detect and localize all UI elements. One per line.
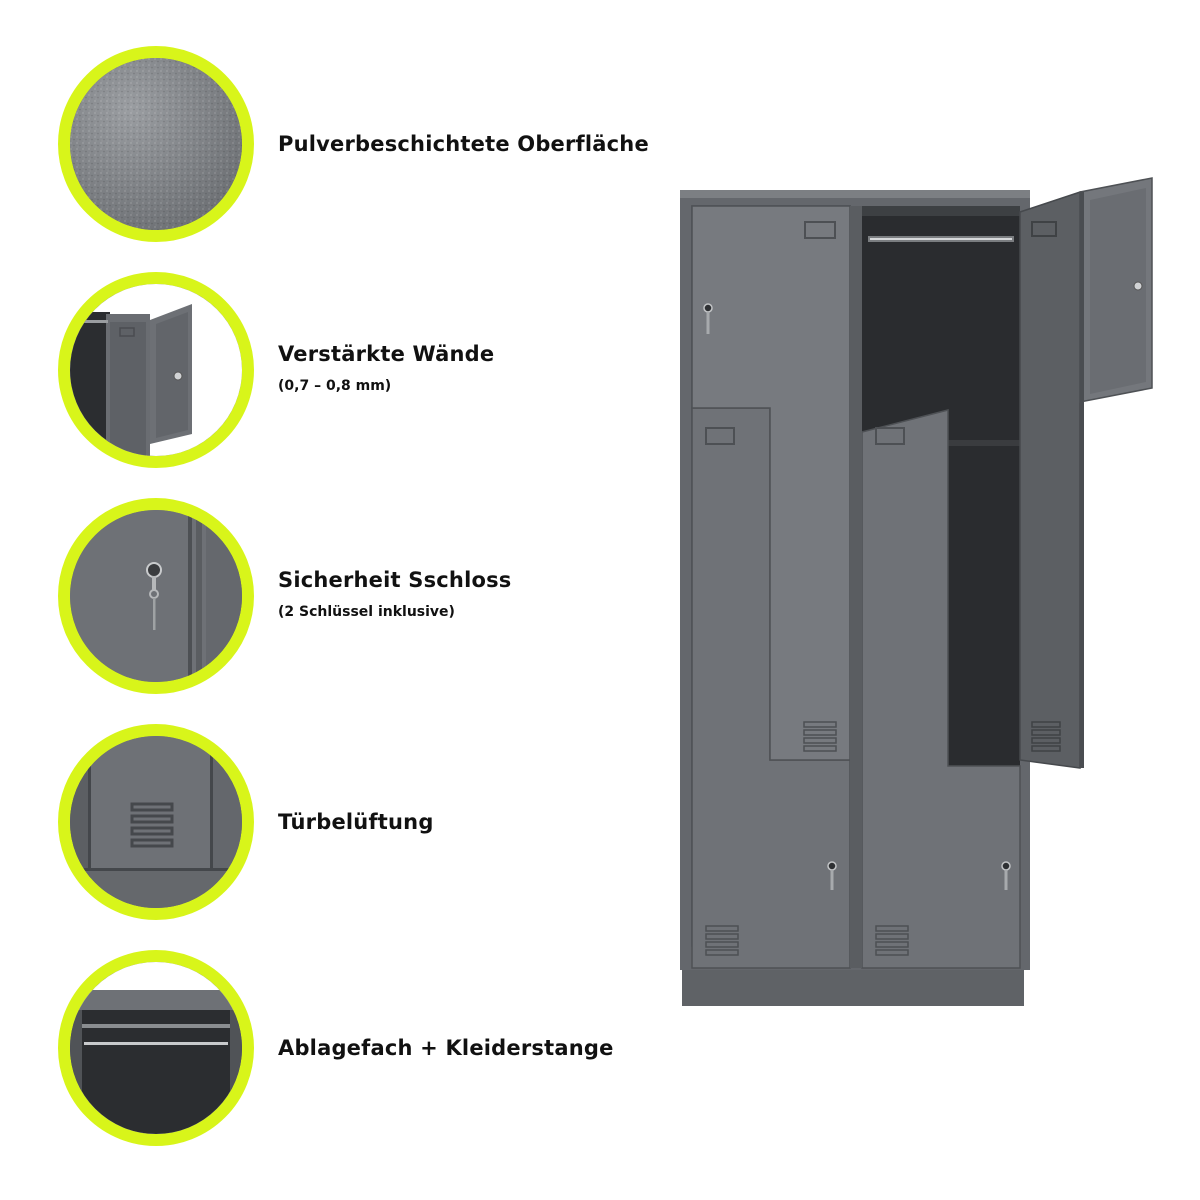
feature-title: Ablagefach + Kleiderstange (278, 1036, 614, 1060)
locker-illustration (670, 170, 1170, 1020)
powder-coated-surface-icon (58, 46, 254, 242)
reinforced-walls-icon (58, 272, 254, 468)
feature-subtitle: (2 Schlüssel inklusive) (278, 604, 455, 620)
feature-title: Pulverbeschichtete Oberfläche (278, 132, 649, 156)
feature-subtitle: (0,7 – 0,8 mm) (278, 378, 392, 394)
feature-security-lock: Sicherheit Sschloss (2 Schlüssel inklusi… (58, 498, 678, 698)
feature-title: Türbelüftung (278, 810, 434, 834)
feature-title: Sicherheit Sschloss (278, 568, 512, 592)
z-locker-cabinet-icon (680, 177, 1153, 1006)
feature-door-ventilation: Türbelüftung (58, 724, 678, 924)
feature-shelf-and-rail: Ablagefach + Kleiderstange (58, 950, 678, 1150)
door-ventilation-icon (58, 724, 254, 920)
security-lock-icon (58, 498, 254, 694)
feature-reinforced-walls: Verstärkte Wände (0,7 – 0,8 mm) (58, 272, 678, 472)
feature-powder-coating: Pulverbeschichtete Oberfläche (58, 46, 678, 246)
feature-title: Verstärkte Wände (278, 342, 495, 366)
shelf-and-rail-icon (58, 950, 254, 1146)
